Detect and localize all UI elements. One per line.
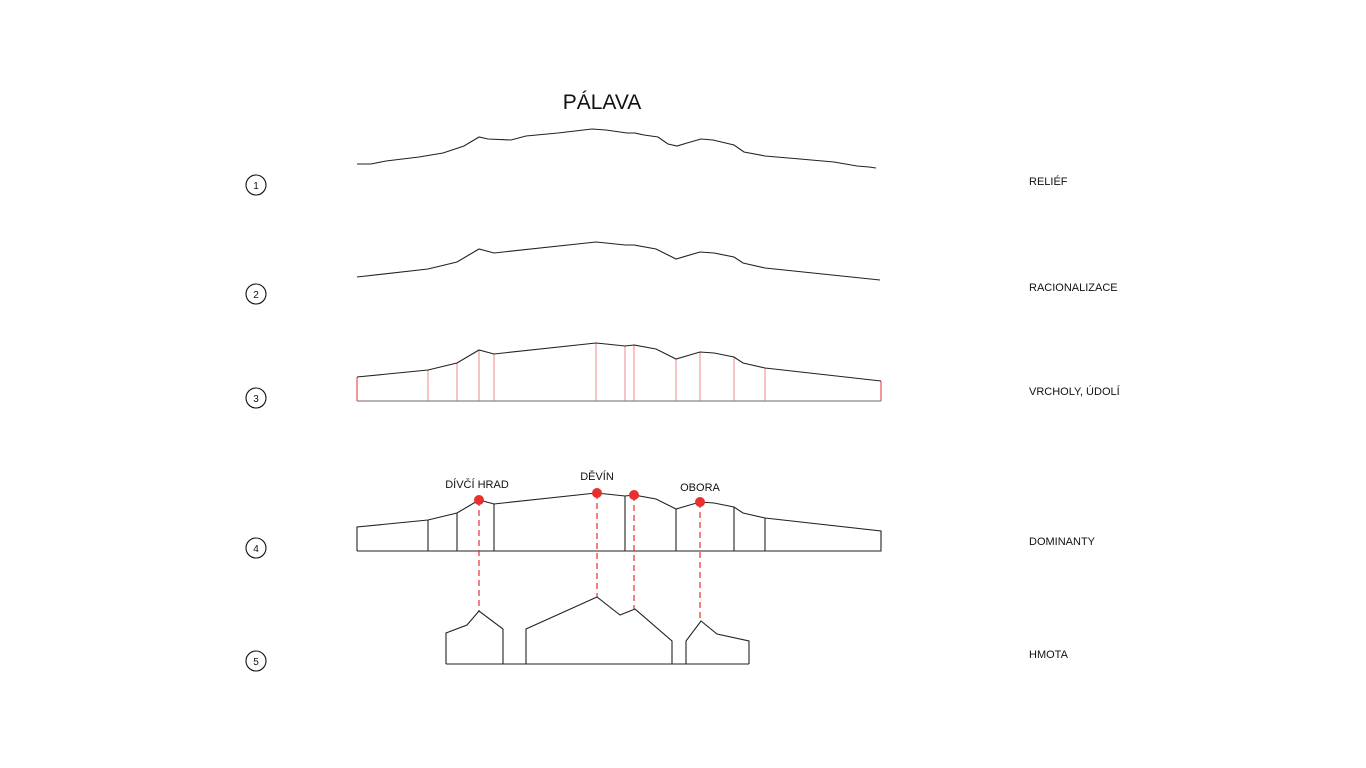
relief-profile	[357, 128, 877, 169]
step-2-marker: 2	[245, 283, 267, 305]
step-label-racionalizace: RACIONALIZACE	[1029, 282, 1118, 294]
step-number: 1	[253, 181, 259, 192]
step-label-vrcholy: VRCHOLY, ÚDOLÍ	[1029, 385, 1121, 398]
step-number: 4	[253, 544, 259, 555]
mass-volume-devin	[525, 596, 673, 664]
peak-marker-devin	[592, 488, 602, 498]
step-number: 3	[253, 394, 259, 405]
peak-label-devin: DĚVÍN	[580, 470, 614, 483]
step-label-hmota: HMOTA	[1029, 649, 1069, 661]
mass-volume-obora	[685, 620, 750, 664]
step-3-marker: 3	[245, 387, 267, 409]
diagram-title: PÁLAVA	[563, 91, 642, 114]
step-number: 2	[253, 290, 259, 301]
step-1-marker: 1	[245, 174, 267, 196]
peak-marker-obora	[695, 497, 705, 507]
step-4-marker: 4	[245, 537, 267, 559]
peak-marker-devin-secondary	[629, 490, 639, 500]
step-label-dominanty: DOMINANTY	[1029, 536, 1096, 548]
step-5-marker: 5	[245, 650, 267, 672]
step-number: 5	[253, 657, 259, 668]
dominants-profile	[356, 488, 882, 621]
mass-volume-divci-hrad	[445, 610, 504, 664]
rationalized-profile	[356, 241, 881, 281]
peaks-valleys-profile	[356, 342, 882, 402]
peak-label-divci-hrad: DÍVČÍ HRAD	[445, 478, 509, 491]
peak-label-obora: OBORA	[680, 482, 720, 494]
peak-marker-divci-hrad	[474, 495, 484, 505]
mass-volumes	[445, 596, 750, 665]
step-label-relief: RELIÉF	[1029, 175, 1068, 188]
